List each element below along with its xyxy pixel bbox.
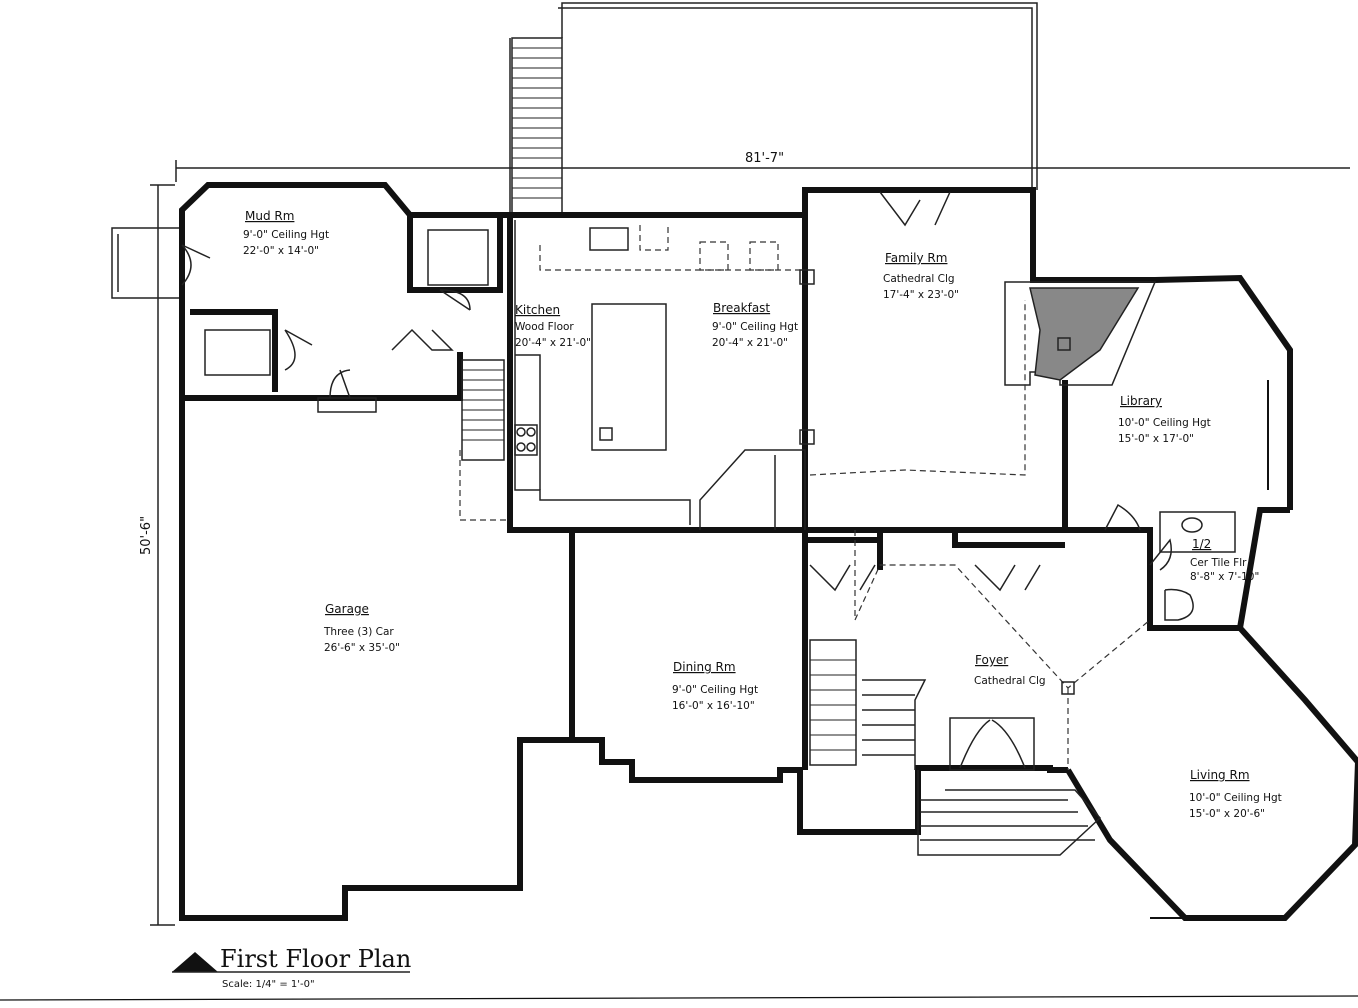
room-label-garage: Garage Three (3) Car 26'-6" x 35'-0": [323, 602, 400, 654]
plan-scale: Scale: 1/4" = 1'-0": [222, 979, 315, 990]
title-block: First Floor Plan Scale: 1/4" = 1'-0": [0, 945, 1358, 1001]
svg-text:Mud Rm: Mud Rm: [245, 209, 294, 223]
room-label-library: Library 10'-0" Ceiling Hgt 15'-0" x 17'-…: [1118, 394, 1211, 445]
svg-text:1/2: 1/2: [1192, 537, 1211, 551]
svg-text:26'-6" x 35'-0": 26'-6" x 35'-0": [324, 642, 400, 654]
svg-text:9'-0" Ceiling Hgt: 9'-0" Ceiling Hgt: [672, 684, 758, 696]
svg-text:9'-0" Ceiling Hgt: 9'-0" Ceiling Hgt: [243, 229, 329, 241]
room-label-family: Family Rm Cathedral Clg 17'-4" x 23'-0": [883, 251, 959, 301]
doors: [181, 191, 1172, 592]
svg-text:Breakfast: Breakfast: [713, 301, 770, 315]
room-label-foyer: Foyer Cathedral Clg: [974, 653, 1046, 687]
dimension-lines: [150, 160, 1350, 926]
svg-text:Living Rm: Living Rm: [1190, 768, 1250, 782]
plan-title: First Floor Plan: [220, 945, 411, 973]
svg-text:8'-8" x 7'-10": 8'-8" x 7'-10": [1190, 571, 1259, 583]
svg-text:Three (3) Car: Three (3) Car: [323, 626, 394, 638]
svg-text:Family Rm: Family Rm: [885, 251, 947, 265]
svg-text:20'-4" x 21'-0": 20'-4" x 21'-0": [515, 337, 591, 349]
north-arrow-icon: [172, 952, 218, 972]
room-label-mud: Mud Rm 9'-0" Ceiling Hgt 22'-0" x 14'-0": [243, 209, 329, 257]
rear-deck: [509, 2, 1038, 215]
mud-closet: [204, 229, 489, 376]
front-steps: [917, 717, 1102, 856]
overall-width-dimension: 81'-7": [745, 151, 784, 166]
svg-text:9'-0" Ceiling Hgt: 9'-0" Ceiling Hgt: [712, 321, 798, 333]
kitchen-fixtures: [514, 220, 815, 530]
deck-stairs: [512, 47, 562, 199]
bath-fixtures: [1159, 511, 1236, 621]
svg-text:Kitchen: Kitchen: [515, 303, 560, 317]
svg-text:15'-0" x 20'-6": 15'-0" x 20'-6": [1189, 808, 1265, 820]
svg-text:Foyer: Foyer: [975, 653, 1008, 667]
svg-text:16'-0" x 16'-10": 16'-0" x 16'-10": [672, 700, 755, 712]
svg-text:Wood Floor: Wood Floor: [515, 321, 574, 333]
svg-text:Cer Tile Flr: Cer Tile Flr: [1190, 557, 1247, 569]
ceiling-lines: [459, 300, 1151, 770]
side-stoop: [111, 227, 182, 299]
main-stairs: [461, 359, 927, 770]
room-label-living: Living Rm 10'-0" Ceiling Hgt 15'-0" x 20…: [1189, 768, 1282, 820]
svg-text:10'-0" Ceiling Hgt: 10'-0" Ceiling Hgt: [1189, 792, 1282, 804]
svg-text:20'-4" x 21'-0": 20'-4" x 21'-0": [712, 337, 788, 349]
room-label-breakfast: Breakfast 9'-0" Ceiling Hgt 20'-4" x 21'…: [712, 301, 798, 349]
svg-text:Dining Rm: Dining Rm: [673, 660, 736, 674]
svg-text:Library: Library: [1120, 394, 1162, 408]
interior-walls: [182, 215, 1240, 770]
room-label-bath: 1/2 Cer Tile Flr 8'-8" x 7'-10": [1190, 537, 1259, 583]
fireplace: [1004, 281, 1157, 386]
svg-text:17'-4" x 23'-0": 17'-4" x 23'-0": [883, 289, 959, 301]
windows: [181, 380, 1269, 919]
overall-depth-dimension: 50'-6": [139, 516, 154, 555]
svg-text:Garage: Garage: [325, 602, 369, 616]
svg-text:Cathedral Clg: Cathedral Clg: [883, 273, 955, 285]
svg-text:15'-0" x 17'-0": 15'-0" x 17'-0": [1118, 433, 1194, 445]
svg-text:10'-0" Ceiling Hgt: 10'-0" Ceiling Hgt: [1118, 417, 1211, 429]
room-label-kitchen: Kitchen Wood Floor 20'-4" x 21'-0": [515, 303, 591, 349]
svg-text:22'-0" x 14'-0": 22'-0" x 14'-0": [243, 245, 319, 257]
svg-text:Cathedral Clg: Cathedral Clg: [974, 675, 1046, 687]
room-label-dining: Dining Rm 9'-0" Ceiling Hgt 16'-0" x 16'…: [672, 660, 758, 712]
